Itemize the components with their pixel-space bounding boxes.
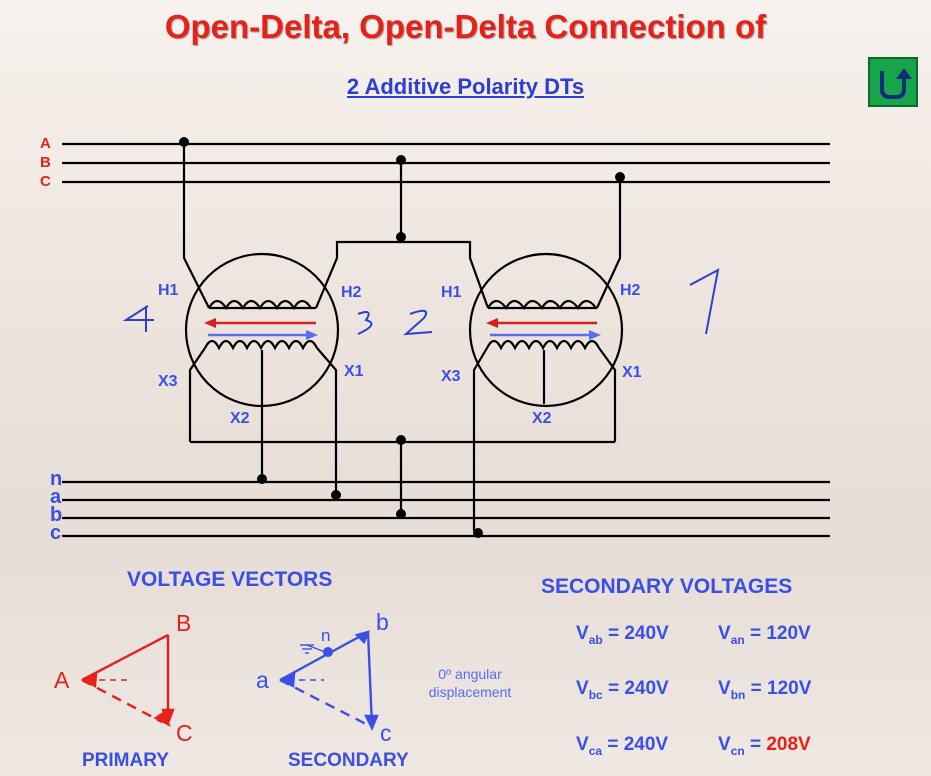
page-subtitle: 2 Additive Polarity DTs [346,74,585,99]
back-button[interactable] [868,57,918,107]
line-label-c: C [40,173,51,190]
handwritten-3 [357,311,373,335]
right-x2-label: X2 [532,410,552,427]
handwritten-4 [122,305,154,332]
left-secondary-coil [204,339,318,351]
secondary-point-b: b [376,609,389,635]
left-h1-lead [182,141,210,309]
right-x3-lead [472,347,488,531]
right-primary-coil [487,299,597,311]
line-label-b-sec: b [50,504,63,526]
left-x1-lead [316,347,338,495]
u-turn-arrow-icon [880,68,912,99]
secondary-voltages-heading: SECONDARY VOLTAGES [541,575,793,598]
angular-displacement-note: 0º angular displacement [428,666,512,700]
h2-h1-tie [314,240,490,309]
primary-point-c: C [176,720,193,746]
right-x1-lead [598,347,617,442]
line-label-n: n [50,468,63,490]
line-label-c-sec: c [50,522,62,544]
voltage-vab: Vab = 240V [576,623,669,647]
line-label-a: A [40,135,51,152]
handwritten-marks [122,268,720,336]
right-transformer [468,252,624,408]
secondary-point-c: c [380,720,392,746]
primary-vector [81,633,175,727]
page-title: Open-Delta, Open-Delta Connection of [164,8,767,45]
voltage-vcn: Vcn = 208V [718,734,811,758]
left-x3-label: X3 [158,373,178,390]
right-h2-lead [596,176,622,309]
secondary-label: SECONDARY [288,750,409,771]
vcn-highlight-value: 208V [766,734,811,755]
left-x1-label: X1 [344,363,364,380]
left-h1-label: H1 [158,282,179,299]
left-h2-label: H2 [341,284,362,301]
voltage-vectors-heading: VOLTAGE VECTORS [127,568,333,591]
secondary-point-n: n [321,626,331,645]
secondary-point-a: a [256,667,269,693]
left-primary-coil [208,299,312,311]
primary-point-b: B [176,610,192,636]
voltage-vca: Vca = 240V [576,734,669,758]
voltage-vbc: Vbc = 240V [576,678,669,702]
handwritten-1 [689,268,720,335]
right-x1-label: X1 [622,364,642,381]
right-x3-label: X3 [441,368,461,385]
left-x2-label: X2 [230,410,250,427]
handwritten-2 [403,309,433,336]
secondary-vector [279,630,379,731]
line-label-a-sec: a [50,486,62,508]
left-x3-lead [188,347,206,442]
primary-label: PRIMARY [82,750,169,771]
voltage-vbn: Vbn = 120V [718,678,812,702]
voltage-van: Van = 120V [718,623,811,647]
line-label-b: B [40,154,51,171]
right-h1-label: H1 [441,284,462,301]
right-secondary-coil [486,339,600,351]
right-h2-label: H2 [620,282,641,299]
primary-point-a: A [54,667,70,693]
